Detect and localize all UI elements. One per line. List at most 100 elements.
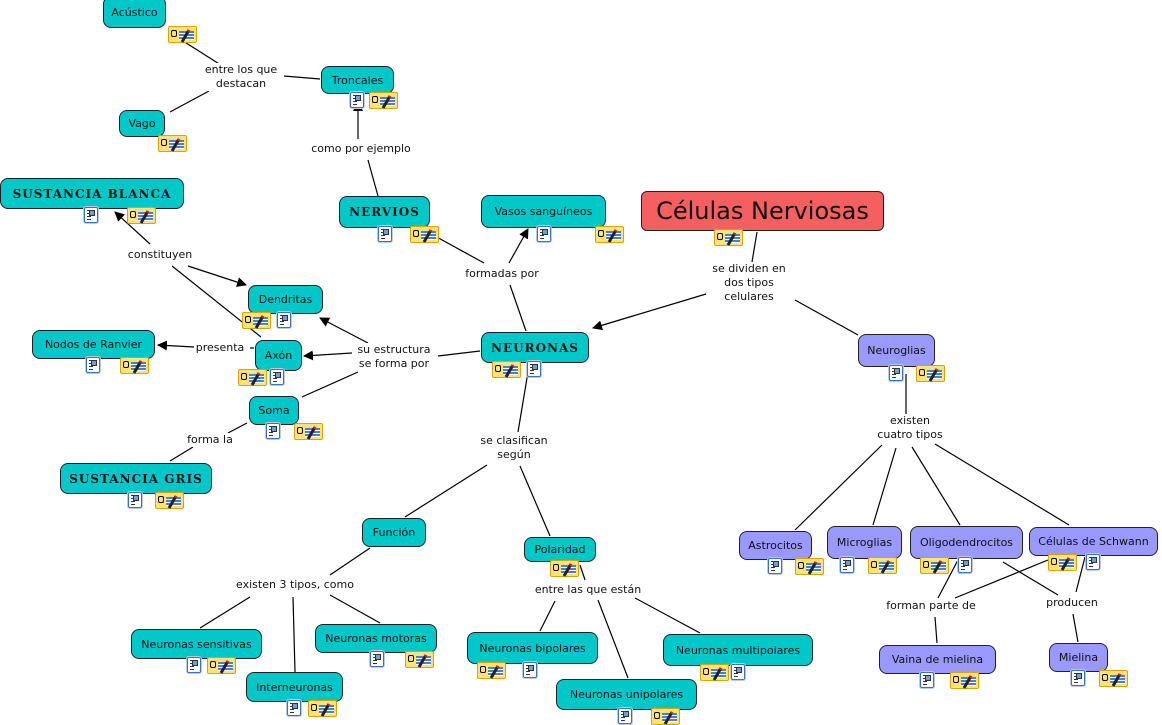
- resource-document-icon[interactable]: [523, 662, 537, 678]
- resource-document-icon[interactable]: [128, 492, 142, 508]
- annotation-note-icon[interactable]: [916, 365, 945, 382]
- link-line[interactable]: [292, 596, 296, 673]
- linking-phrase-ejemplo[interactable]: como por ejemplo: [311, 142, 411, 156]
- resource-document-icon[interactable]: [370, 651, 384, 667]
- linking-phrase-parte[interactable]: forman parte de: [886, 599, 976, 613]
- annotation-note-icon[interactable]: [950, 672, 979, 689]
- link-line[interactable]: [169, 90, 210, 113]
- resource-document-icon[interactable]: [537, 226, 551, 242]
- linking-phrase-dividen[interactable]: se dividen en dos tipos celulares: [712, 262, 786, 304]
- link-line[interactable]: [934, 443, 1070, 526]
- link-line[interactable]: [794, 444, 883, 531]
- link-line[interactable]: [934, 616, 938, 644]
- annotation-note-icon[interactable]: [700, 664, 729, 681]
- concept-vago[interactable]: Vago: [119, 110, 165, 137]
- arrow-link[interactable]: [508, 228, 529, 264]
- annotation-note-icon[interactable]: [238, 369, 267, 386]
- annotation-note-icon[interactable]: [158, 135, 187, 152]
- concept-oligo[interactable]: Oligodendrocitos: [910, 526, 1023, 559]
- resource-document-icon[interactable]: [270, 369, 284, 385]
- concept-vasos[interactable]: Vasos sanguíneos: [481, 195, 606, 228]
- annotation-note-icon[interactable]: [127, 207, 156, 224]
- link-line[interactable]: [597, 599, 629, 679]
- resource-document-icon[interactable]: [350, 92, 364, 108]
- arrow-link[interactable]: [187, 265, 247, 287]
- resource-document-icon[interactable]: [958, 557, 972, 573]
- concept-troncales[interactable]: Troncales: [321, 66, 394, 94]
- concept-dendritas[interactable]: Dendritas: [248, 285, 323, 314]
- concept-inter[interactable]: Interneuronas: [246, 672, 343, 702]
- resource-document-icon[interactable]: [86, 357, 100, 373]
- concept-acustico[interactable]: Acústico: [103, 0, 166, 28]
- linking-phrase-producen[interactable]: producen: [1046, 596, 1098, 610]
- annotation-note-icon[interactable]: [795, 558, 824, 575]
- annotation-note-icon[interactable]: [242, 312, 271, 329]
- concept-sgris[interactable]: SUSTANCIA GRIS: [60, 463, 212, 494]
- concept-axon[interactable]: Axón: [255, 340, 302, 371]
- concept-sensitivas[interactable]: Neuronas sensitivas: [131, 629, 262, 659]
- link-line[interactable]: [751, 231, 758, 263]
- link-line[interactable]: [283, 75, 321, 80]
- linking-phrase-formala[interactable]: forma la: [187, 433, 233, 447]
- annotation-note-icon[interactable]: [369, 92, 398, 109]
- linking-phrase-constituyen[interactable]: constituyen: [127, 248, 193, 262]
- concept-vaina[interactable]: Vaina de mielina: [879, 645, 996, 674]
- annotation-note-icon[interactable]: [207, 657, 236, 674]
- link-line[interactable]: [199, 596, 251, 629]
- annotation-note-icon[interactable]: [294, 423, 323, 440]
- annotation-note-icon[interactable]: [868, 557, 897, 574]
- concept-neuroglias[interactable]: Neuroglias: [858, 334, 935, 367]
- linking-phrase-destacan[interactable]: entre los que destacan: [204, 63, 278, 91]
- resource-document-icon[interactable]: [731, 664, 745, 680]
- link-line[interactable]: [227, 422, 248, 434]
- link-line[interactable]: [169, 446, 194, 462]
- annotation-note-icon[interactable]: [1048, 554, 1077, 571]
- concept-nervios[interactable]: NERVIOS: [339, 196, 430, 228]
- link-line[interactable]: [539, 600, 556, 632]
- annotation-note-icon[interactable]: [120, 357, 149, 374]
- concept-schwann[interactable]: Células de Schwann: [1029, 527, 1158, 556]
- concept-mielina[interactable]: Mielina: [1049, 643, 1108, 672]
- link-line[interactable]: [509, 284, 527, 332]
- concept-soma[interactable]: Soma: [249, 396, 299, 425]
- link-line[interactable]: [1002, 561, 1059, 596]
- link-line[interactable]: [329, 547, 371, 576]
- linking-phrase-tres[interactable]: existen 3 tipos, como: [236, 578, 354, 592]
- arrow-link[interactable]: [319, 317, 369, 344]
- annotation-note-icon[interactable]: [595, 226, 624, 243]
- link-line[interactable]: [794, 299, 859, 336]
- concept-celulas[interactable]: Células Nerviosas: [641, 191, 884, 231]
- linking-phrase-presenta[interactable]: presenta: [195, 341, 245, 355]
- resource-document-icon[interactable]: [840, 557, 854, 573]
- concept-multipolares[interactable]: Neuronas multipolares: [663, 634, 813, 666]
- resource-document-icon[interactable]: [378, 226, 392, 242]
- link-line[interactable]: [911, 446, 961, 526]
- annotation-note-icon[interactable]: [651, 708, 680, 725]
- linking-phrase-cuatro[interactable]: existen cuatro tipos: [877, 414, 943, 442]
- concept-motoras[interactable]: Neuronas motoras: [315, 624, 437, 653]
- link-line[interactable]: [437, 350, 481, 357]
- linking-phrase-clasifican[interactable]: se clasifican según: [480, 434, 548, 462]
- link-line[interactable]: [579, 564, 586, 581]
- resource-document-icon[interactable]: [527, 361, 541, 377]
- resource-document-icon[interactable]: [266, 423, 280, 439]
- annotation-note-icon[interactable]: [410, 226, 439, 243]
- annotation-note-icon[interactable]: [920, 557, 949, 574]
- resource-document-icon[interactable]: [1071, 670, 1085, 686]
- annotation-note-icon[interactable]: [1099, 670, 1128, 687]
- concept-neuronas[interactable]: NEURONAS: [481, 332, 589, 363]
- resource-document-icon[interactable]: [768, 558, 782, 574]
- annotation-note-icon[interactable]: [477, 662, 506, 679]
- concept-unipolares[interactable]: Neuronas unipolares: [556, 679, 697, 710]
- annotation-note-icon[interactable]: [405, 651, 434, 668]
- arrow-link[interactable]: [592, 293, 707, 331]
- resource-document-icon[interactable]: [187, 657, 201, 673]
- concept-astrocitos[interactable]: Astrocitos: [739, 531, 812, 560]
- link-line[interactable]: [367, 159, 379, 197]
- resource-document-icon[interactable]: [618, 708, 632, 724]
- resource-document-icon[interactable]: [920, 672, 934, 688]
- link-line[interactable]: [1072, 613, 1079, 643]
- link-line[interactable]: [517, 371, 529, 433]
- annotation-note-icon[interactable]: [308, 700, 337, 717]
- link-line[interactable]: [329, 594, 381, 624]
